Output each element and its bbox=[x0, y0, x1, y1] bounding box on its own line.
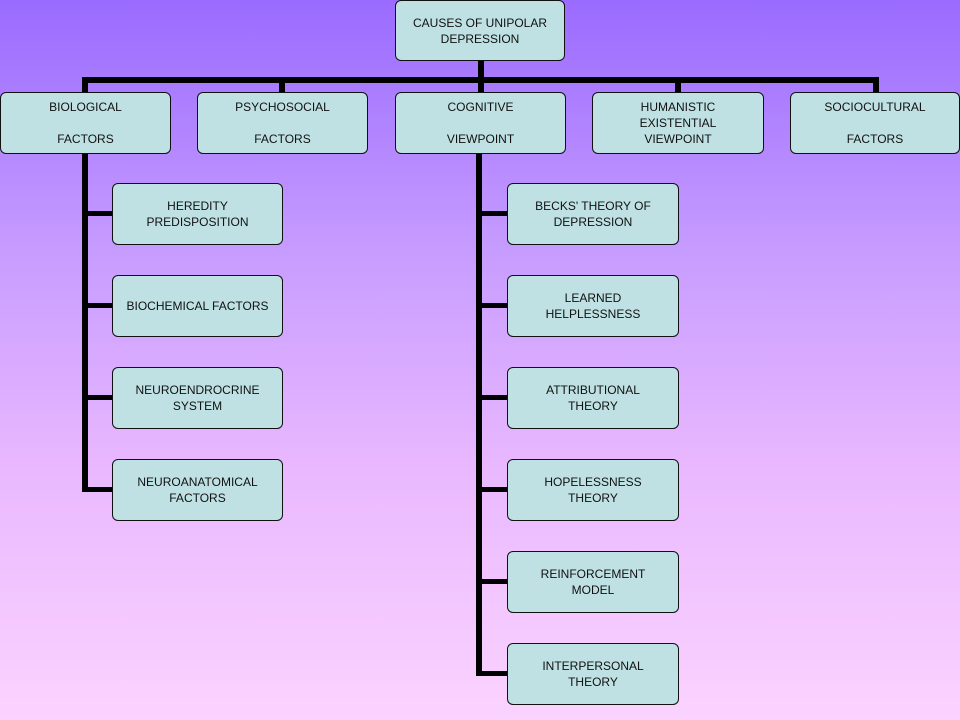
biological-item: NEUROENDROCRINE SYSTEM bbox=[112, 367, 283, 429]
cognitive-branch-2 bbox=[476, 303, 509, 308]
biological-spine bbox=[82, 152, 88, 492]
biological-item: HEREDITY PREDISPOSITION bbox=[112, 183, 283, 245]
category-biological: BIOLOGICAL FACTORS bbox=[0, 92, 171, 154]
cognitive-branch-1 bbox=[476, 211, 509, 216]
biological-item: NEUROANATOMICAL FACTORS bbox=[112, 459, 283, 521]
biological-branch-1 bbox=[82, 211, 114, 216]
biological-branch-2 bbox=[82, 303, 114, 308]
cognitive-item: REINFORCEMENT MODEL bbox=[507, 551, 679, 613]
category-cognitive: COGNITIVE VIEWPOINT bbox=[395, 92, 566, 154]
cognitive-branch-5 bbox=[476, 579, 509, 584]
cognitive-branch-3 bbox=[476, 395, 509, 400]
drop-psychosocial bbox=[279, 77, 285, 93]
root-stem bbox=[478, 60, 484, 80]
category-psychosocial: PSYCHOSOCIAL FACTORS bbox=[197, 92, 368, 154]
cognitive-branch-6 bbox=[476, 671, 509, 676]
cognitive-item: BECKS' THEORY OF DEPRESSION bbox=[507, 183, 679, 245]
drop-cognitive bbox=[478, 77, 484, 93]
biological-item: BIOCHEMICAL FACTORS bbox=[112, 275, 283, 337]
cognitive-item: INTERPERSONAL THEORY bbox=[507, 643, 679, 705]
biological-branch-4 bbox=[82, 487, 114, 492]
cognitive-branch-4 bbox=[476, 487, 509, 492]
biological-branch-3 bbox=[82, 395, 114, 400]
drop-humanistic bbox=[675, 77, 681, 93]
category-humanistic: HUMANISTIC EXISTENTIAL VIEWPOINT bbox=[592, 92, 764, 154]
root-node: CAUSES OF UNIPOLAR DEPRESSION bbox=[395, 0, 565, 61]
drop-biological bbox=[82, 77, 88, 93]
category-sociocultural: SOCIOCULTURAL FACTORS bbox=[790, 92, 960, 154]
cognitive-item: LEARNED HELPLESSNESS bbox=[507, 275, 679, 337]
cognitive-item: ATTRIBUTIONAL THEORY bbox=[507, 367, 679, 429]
cognitive-spine bbox=[476, 152, 482, 676]
drop-sociocultural bbox=[873, 77, 879, 93]
cognitive-item: HOPELESSNESS THEORY bbox=[507, 459, 679, 521]
